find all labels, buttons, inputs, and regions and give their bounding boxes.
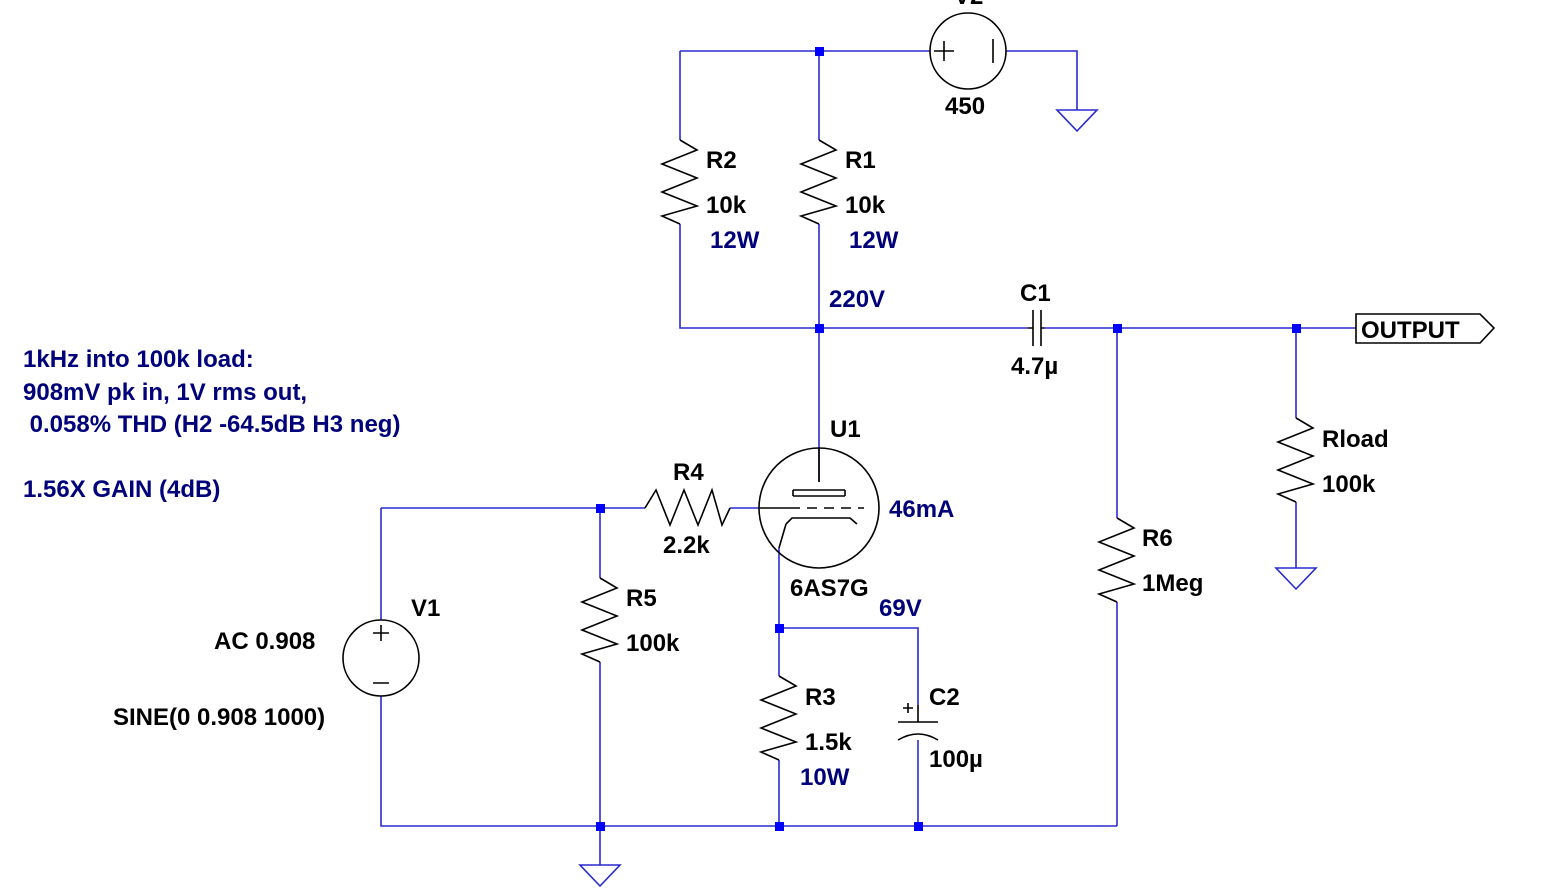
note-line-3: 0.058% THD (H2 -64.5dB H3 neg): [23, 411, 400, 438]
r3-resistor-icon: [758, 675, 799, 761]
r2-name: R2: [706, 147, 737, 174]
v1-name: V1: [411, 595, 440, 622]
r4-value: 2.2k: [663, 532, 710, 559]
junctions: [596, 47, 1301, 831]
r1-name: R1: [845, 147, 876, 174]
r2-power: 12W: [710, 227, 760, 254]
r3-power: 10W: [800, 764, 850, 791]
note-line-2: 908mV pk in, 1V rms out,: [23, 379, 307, 406]
c1-name: C1: [1020, 280, 1051, 307]
rload-name: Rload: [1322, 426, 1389, 453]
wires: [380, 50, 1356, 865]
output-port[interactable]: OUTPUT: [1355, 313, 1496, 344]
r2-resistor-icon: [659, 139, 700, 225]
r3-name: R3: [805, 684, 836, 711]
r1-resistor-icon: [798, 139, 839, 225]
rload-value: 100k: [1322, 471, 1376, 498]
u1-current: 46mA: [889, 496, 954, 523]
v2-value: 450: [945, 93, 985, 120]
v2-source-icon: [929, 12, 1007, 90]
r3-value: 1.5k: [805, 729, 852, 756]
r1-power: 12W: [849, 227, 899, 254]
u1-value: 6AS7G: [790, 575, 869, 602]
c1-value: 4.7µ: [1011, 353, 1058, 380]
r6-value: 1Meg: [1142, 570, 1203, 597]
r5-resistor-icon: [579, 577, 620, 663]
r1-value: 10k: [845, 192, 886, 219]
r6-resistor-icon: [1096, 517, 1137, 603]
simulation-notes: 1kHz into 100k load: 908mV pk in, 1V rms…: [23, 346, 400, 503]
c2-capacitor-icon: [897, 703, 939, 741]
v2-name: V2: [954, 0, 983, 10]
note-line-4: 1.56X GAIN (4dB): [23, 476, 220, 503]
r5-name: R5: [626, 585, 657, 612]
c2-name: C2: [929, 684, 960, 711]
ground-icon: [578, 109, 1318, 888]
cathode-voltage: 69V: [879, 595, 922, 622]
v1-source-icon: [342, 619, 420, 697]
output-label: OUTPUT: [1361, 317, 1460, 344]
v1-value: AC 0.908: [214, 628, 315, 655]
r2-value: 10k: [706, 192, 747, 219]
r5-value: 100k: [626, 630, 680, 657]
c1-capacitor-icon: [1028, 310, 1044, 346]
rload-resistor-icon: [1275, 417, 1316, 503]
r4-name: R4: [673, 459, 704, 486]
plate-voltage: 220V: [829, 286, 885, 313]
u1-triode-icon: [758, 447, 880, 569]
r4-resistor-icon: [644, 487, 731, 528]
r6-name: R6: [1142, 525, 1173, 552]
v1-value2: SINE(0 0.908 1000): [113, 704, 325, 731]
note-line-1: 1kHz into 100k load:: [23, 346, 254, 373]
component-labels: V2 450 R2 10k 12W R1 10k 12W 220V C1 4.7…: [113, 0, 1389, 791]
c2-value: 100µ: [929, 746, 983, 773]
u1-name: U1: [830, 416, 861, 443]
